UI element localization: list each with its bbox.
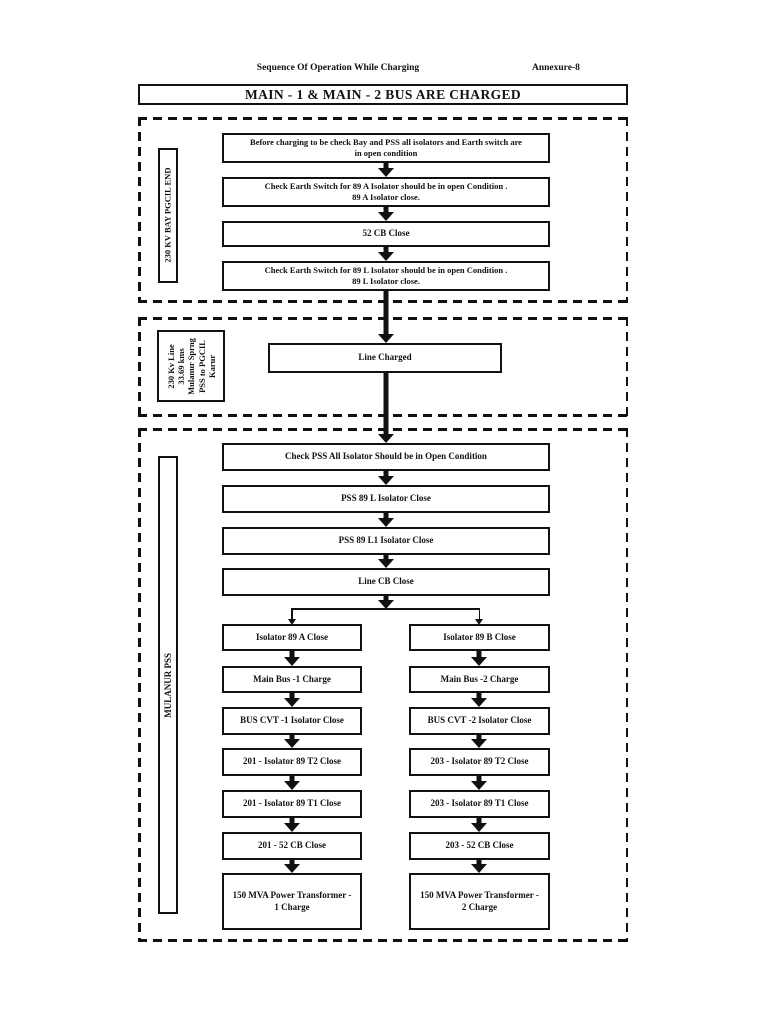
section-side-label-pgcil: 230 KV BAY PGCIL END: [158, 148, 178, 283]
arrow-down-connector: [471, 818, 487, 832]
branch-connector-line: [291, 608, 480, 610]
dashed-border-bottom: [138, 939, 628, 942]
branch-arrow-head-left: [287, 619, 296, 625]
arrow-down-connector: [471, 776, 487, 790]
step-201-52cb-close: 201 - 52 CB Close: [222, 832, 362, 860]
arrow-down-connector: [284, 776, 300, 790]
arrow-down-connector: [284, 693, 300, 707]
arrow-down-connector: [378, 513, 394, 527]
side-label-text: 230 KV BAY PGCIL END: [162, 167, 173, 264]
arrow-down-connector: [471, 693, 487, 707]
step-pss-89l-close: PSS 89 L Isolator Close: [222, 485, 550, 513]
step-203-52cb-close: 203 - 52 CB Close: [409, 832, 550, 860]
arrow-section2-to-section3: [378, 373, 394, 443]
step-check-isolators-open: Before charging to be check Bay and PSS …: [222, 133, 550, 163]
dashed-border-left: [138, 117, 141, 303]
step-203-89t2-close: 203 - Isolator 89 T2 Close: [409, 748, 550, 776]
arrow-down-connector: [378, 163, 394, 177]
dashed-border-top: [138, 317, 628, 320]
arrow-down-connector: [378, 471, 394, 485]
arrow-down-connector: [284, 651, 300, 666]
dashed-border-top: [138, 117, 628, 120]
arrow-down-connector: [378, 555, 394, 568]
step-line-cb-close: Line CB Close: [222, 568, 550, 596]
page-header-title: Sequence Of Operation While Charging: [256, 63, 420, 73]
step-203-89t1-close: 203 - Isolator 89 T1 Close: [409, 790, 550, 818]
arrow-down-connector: [471, 735, 487, 748]
step-check-pss-isolators: Check PSS All Isolator Should be in Open…: [222, 443, 550, 471]
dashed-border-right: [625, 117, 628, 303]
branch-arrow-head-right: [475, 619, 483, 625]
side-label-text: MULANUR PSS: [162, 652, 173, 718]
step-isolator-89b-close: Isolator 89 B Close: [409, 624, 550, 651]
main-title-box: MAIN - 1 & MAIN - 2 BUS ARE CHARGED: [138, 84, 628, 105]
dashed-border-left: [138, 428, 141, 942]
step-main-bus2-charge: Main Bus -2 Charge: [409, 666, 550, 693]
arrow-down-connector: [378, 247, 394, 261]
step-line-charged: Line Charged: [268, 343, 502, 373]
section-side-label-mulanur: MULANUR PSS: [158, 456, 178, 914]
arrow-down-connector: [284, 860, 300, 873]
step-transformer2-charge: 150 MVA Power Transformer - 2 Charge: [409, 873, 550, 930]
arrow-down-connector: [378, 207, 394, 221]
annexure-label: Annexure-8: [532, 63, 580, 73]
dashed-border-left: [138, 317, 141, 417]
step-bus-cvt1-close: BUS CVT -1 Isolator Close: [222, 707, 362, 735]
side-label-text: 230 Kv Line 33.69 kms Mulanur Sprng PSS …: [165, 337, 217, 395]
branch-connector-left: [291, 608, 293, 619]
section-side-label-line: 230 Kv Line 33.69 kms Mulanur Sprng PSS …: [157, 330, 225, 402]
dashed-border-top: [138, 428, 628, 431]
step-52-cb-close: 52 CB Close: [222, 221, 550, 247]
step-201-89t2-close: 201 - Isolator 89 T2 Close: [222, 748, 362, 776]
step-201-89t1-close: 201 - Isolator 89 T1 Close: [222, 790, 362, 818]
arrow-down-connector: [284, 818, 300, 832]
step-main-bus1-charge: Main Bus -1 Charge: [222, 666, 362, 693]
step-earth-switch-89a: Check Earth Switch for 89 A Isolator sho…: [222, 177, 550, 207]
arrow-down-connector: [471, 651, 487, 666]
step-pss-89l1-close: PSS 89 L1 Isolator Close: [222, 527, 550, 555]
dashed-border-right: [625, 317, 628, 417]
branch-connector-right: [478, 608, 480, 619]
step-isolator-89a-close: Isolator 89 A Close: [222, 624, 362, 651]
arrow-down-connector: [471, 860, 487, 873]
step-transformer1-charge: 150 MVA Power Transformer - 1 Charge: [222, 873, 362, 930]
step-bus-cvt2-close: BUS CVT -2 Isolator Close: [409, 707, 550, 735]
dashed-border-right: [625, 428, 628, 942]
step-earth-switch-89l: Check Earth Switch for 89 L Isolator sho…: [222, 261, 550, 291]
arrow-down-connector: [284, 735, 300, 748]
